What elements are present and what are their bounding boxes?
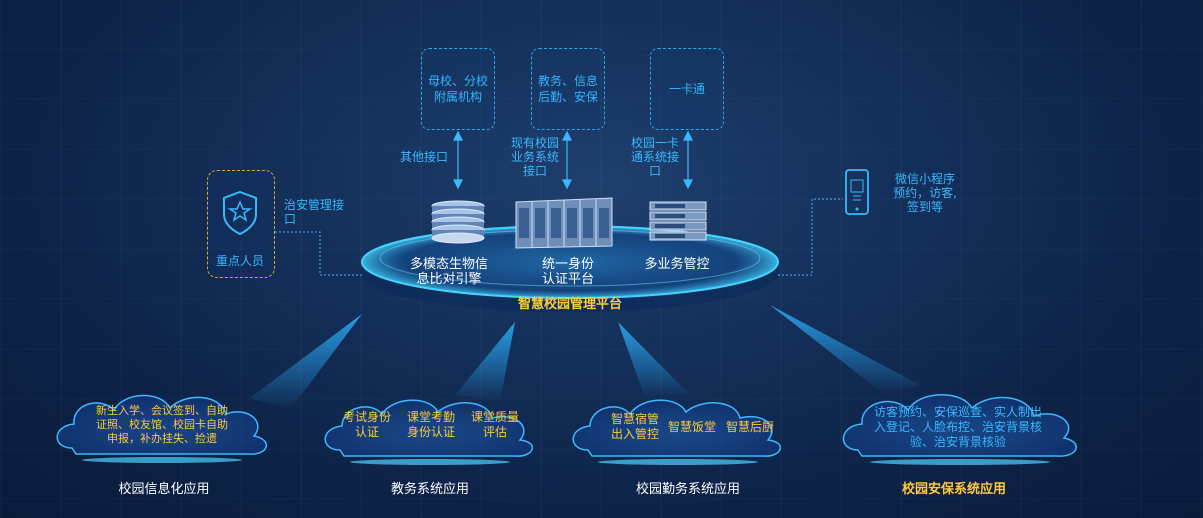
cloud-3-group-3: 智慧后厨: [725, 420, 774, 434]
module-identity-auth: 统一身份认证平台: [541, 257, 594, 287]
cloud-1-text: 新生入学、会议签到、自助证照、校友馆、校园卡自助申报，补办挂失、捡遗: [96, 404, 228, 445]
beam-3: [618, 322, 690, 398]
section-label-security: 校园安保系统应用: [901, 482, 1006, 497]
cloud-2: [324, 399, 533, 465]
key-personnel-label: 重点人员: [215, 254, 264, 268]
beam-1: [250, 314, 362, 410]
section-label-logistics: 校园勤务系统应用: [635, 482, 740, 497]
platform-title: 智慧校园管理平台: [517, 297, 622, 312]
cloud-3-group-1: 智慧宿管出入管控: [610, 412, 659, 441]
wechat-miniprogram-label: 微信小程序预约，访客,签到等: [893, 172, 957, 214]
interface-label-other: 其他接口: [399, 150, 448, 164]
public-security-interface-label: 治安管理接口: [284, 198, 345, 226]
cloud-2-group-3: 课堂质量评估: [470, 410, 519, 439]
interface-label-card: 校园一卡通系统接口: [630, 136, 679, 178]
beam-2: [455, 322, 515, 402]
cloud-4: [842, 394, 1077, 465]
section-label-academic: 教务系统应用: [390, 482, 469, 497]
beam-4: [770, 305, 920, 395]
cloud-3: [572, 399, 781, 465]
database-icon: [431, 200, 485, 244]
cloud-2-group-2: 课堂考勤身份认证: [406, 410, 455, 439]
section-label-informatization: 校园信息化应用: [118, 482, 210, 497]
interface-label-business: 现有校园业务系统接口: [510, 136, 559, 178]
switch-stack-icon: [649, 201, 707, 241]
cloud-1: [56, 394, 267, 463]
cloud-3-group-2: 智慧饭堂: [667, 420, 716, 434]
top-box-campus-card: 一卡通: [650, 48, 724, 130]
left-connector: [275, 231, 362, 276]
cloud-2-group-1: 考试身份认证: [342, 410, 391, 439]
module-biometric-engine: 多模态生物信息比对引擎: [409, 257, 488, 287]
cloud-4-text: 访客预约、安保巡查、实人制出入登记、人脸布控、治安背景核验、治安背景核验: [873, 405, 1042, 449]
top-box-business-systems: 教务、信息后勤、安保: [531, 48, 605, 130]
server-rack-icon: [515, 197, 613, 249]
module-multi-business-control: 多业务管控: [644, 257, 710, 272]
top-box-campus-institutions: 母校、分校附属机构: [421, 48, 495, 130]
right-connector: [778, 198, 843, 276]
